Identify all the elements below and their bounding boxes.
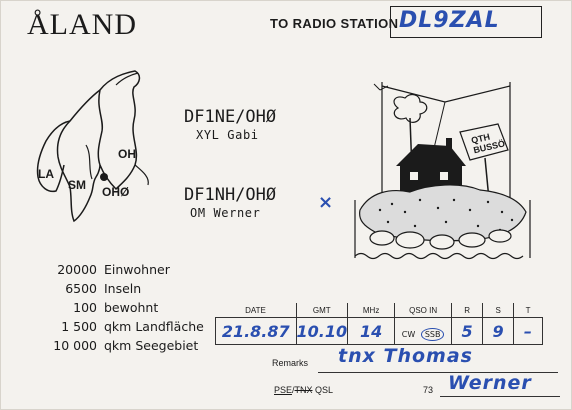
stat-label: Inseln bbox=[104, 281, 142, 296]
island-scene: QTH BUSSÖ bbox=[350, 80, 535, 274]
map-outline-icon bbox=[36, 70, 149, 223]
qso-s: 9 bbox=[482, 317, 514, 345]
stat-row: 1 500 qkm Landfläche bbox=[8, 317, 204, 336]
qsl-word: QSL bbox=[315, 385, 334, 395]
remarks-label: Remarks bbox=[272, 358, 309, 368]
qsl-tnx-struck: TNX bbox=[294, 385, 313, 395]
stat-row: 6500 Inseln bbox=[8, 279, 204, 298]
qso-header-t: T bbox=[513, 303, 543, 318]
operator-name-2: OM Werner bbox=[190, 206, 261, 220]
stat-number: 20000 bbox=[57, 262, 97, 277]
qso-r: 5 bbox=[451, 317, 483, 345]
remarks-text: tnx Thomas bbox=[338, 345, 473, 367]
island-house-icon bbox=[354, 82, 531, 260]
recipient-call-box: DL9ZAL bbox=[390, 6, 542, 38]
operator-call-2: DF1NH/OHØ bbox=[184, 185, 277, 205]
card-title: ÅLAND bbox=[27, 8, 137, 41]
stat-number: 100 bbox=[73, 300, 97, 315]
qso-header-row: DATE GMT MHz QSO IN R S T bbox=[216, 303, 543, 318]
qso-gmt: 10.10 bbox=[295, 317, 348, 345]
stat-number: 6500 bbox=[65, 281, 97, 296]
qso-header-r: R bbox=[451, 303, 483, 318]
selection-cross-mark: × bbox=[318, 192, 334, 213]
operator-call-1: DF1NE/OHØ bbox=[184, 107, 277, 127]
qsl-request: PSE/TNX QSL bbox=[274, 385, 333, 395]
stat-row: 20000 Einwohner bbox=[8, 260, 204, 279]
to-radio-station-label: TO RADIO STATION bbox=[270, 16, 399, 31]
qsl-separator: / bbox=[292, 385, 295, 395]
stat-label: qkm Seegebiet bbox=[104, 338, 199, 353]
qso-header-date: DATE bbox=[245, 305, 266, 315]
map-label-la: LA bbox=[38, 167, 54, 181]
stat-label: qkm Landfläche bbox=[104, 319, 204, 334]
recipient-call: DL9ZAL bbox=[399, 8, 500, 33]
signature: Werner bbox=[448, 372, 532, 394]
stat-number: 10 000 bbox=[53, 338, 97, 353]
qso-mode-ssb-circled: SSB bbox=[420, 327, 445, 341]
scandinavia-map: LA SM OH OHØ bbox=[30, 65, 160, 239]
island-statistics: 20000 Einwohner 6500 Inseln 100 bewohnt … bbox=[8, 260, 204, 355]
seventy-three: 73 bbox=[423, 385, 434, 395]
qso-mode-cw: CW bbox=[401, 329, 416, 339]
operator-name-1: XYL Gabi bbox=[196, 128, 259, 142]
stat-label: Einwohner bbox=[104, 262, 170, 277]
qso-header-gmt: GMT bbox=[295, 303, 348, 318]
qso-header-s: S bbox=[482, 303, 514, 318]
qso-mhz: 14 bbox=[347, 317, 395, 345]
qso-header-mhz: MHz bbox=[347, 303, 395, 318]
map-label-oh: OH bbox=[118, 147, 136, 161]
stat-number: 1 500 bbox=[61, 319, 97, 334]
remarks-line bbox=[318, 372, 558, 373]
qso-t: – bbox=[513, 317, 543, 345]
qso-data-row: 21.8.87 10.10 14 CW SSB 5 9 – bbox=[215, 317, 543, 345]
qso-date: 21.8.87 bbox=[215, 317, 296, 345]
qso-mode: CW SSB bbox=[394, 317, 452, 345]
signature-line bbox=[440, 396, 560, 397]
map-label-oh0: OHØ bbox=[102, 185, 130, 199]
stat-row: 10 000 qkm Seegebiet bbox=[8, 336, 204, 355]
qso-table: DATE GMT MHz QSO IN R S T 21.8.87 10.10 … bbox=[215, 303, 543, 345]
qso-header-qso-in: QSO IN bbox=[394, 303, 452, 318]
stat-label: bewohnt bbox=[104, 300, 159, 315]
map-label-sm: SM bbox=[68, 178, 86, 192]
qsl-pse: PSE bbox=[274, 385, 293, 395]
stat-row: 100 bewohnt bbox=[8, 298, 204, 317]
